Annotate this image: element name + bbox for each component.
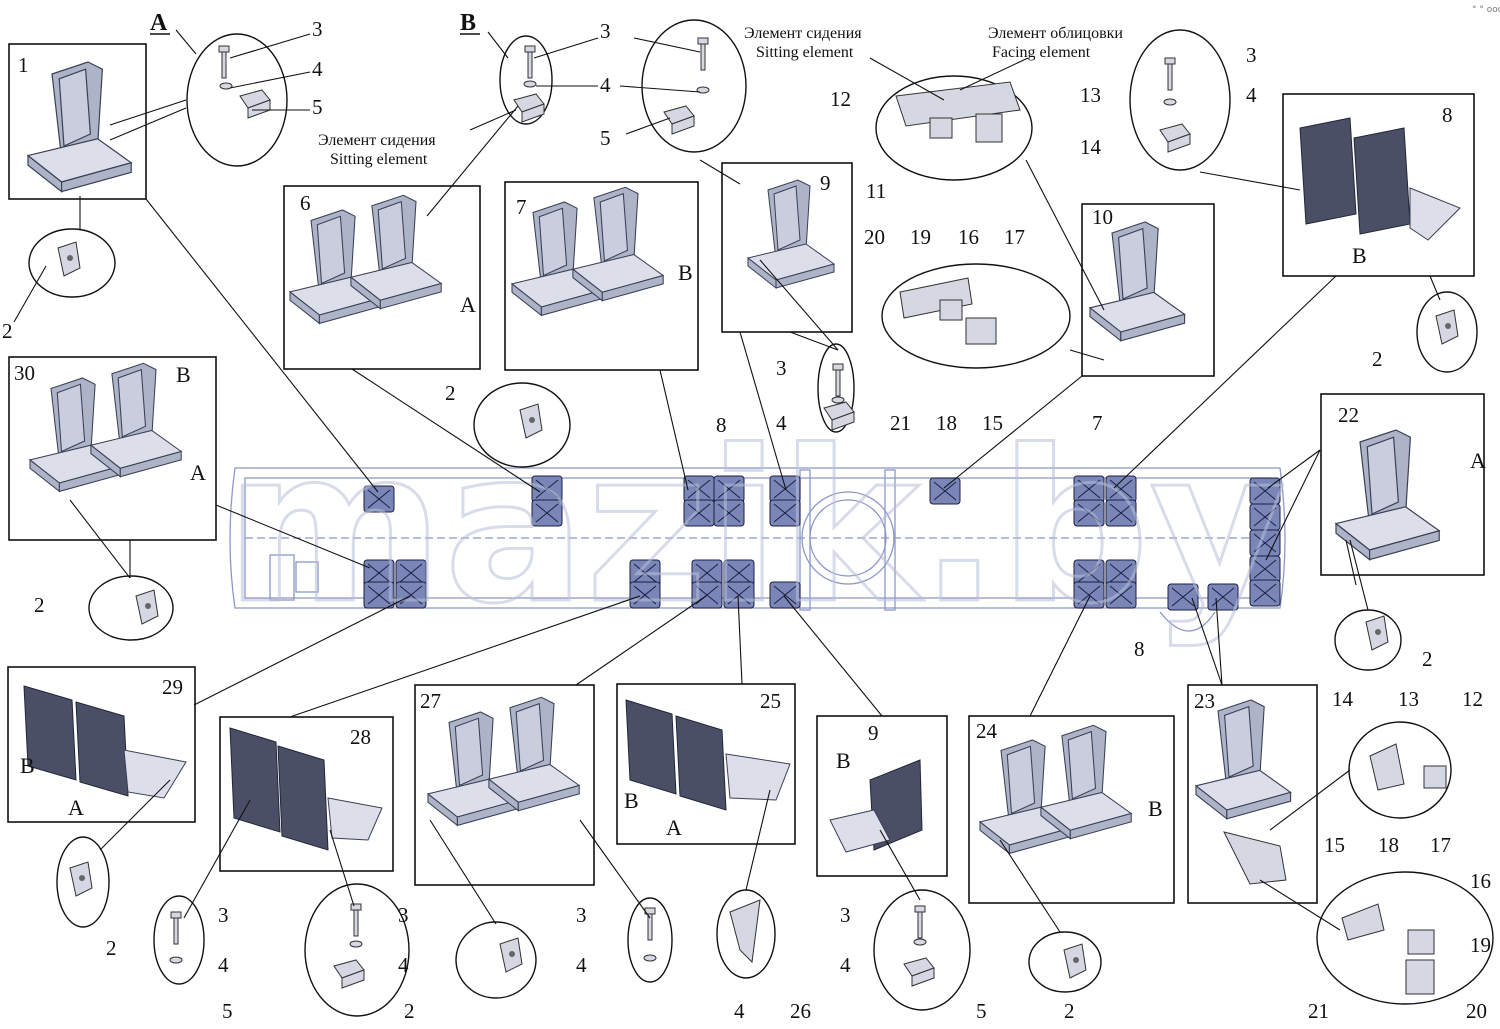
part-number: 13	[1080, 83, 1101, 107]
part-number: 4	[218, 953, 229, 977]
part-number: 2	[34, 593, 45, 617]
label-a: A	[1470, 448, 1486, 473]
part-number: 4	[1246, 83, 1257, 107]
part-number: 2	[445, 381, 456, 405]
part-number: 11	[866, 179, 886, 203]
part-number: 7	[1092, 411, 1103, 435]
part-numbers: 1 3 4 5 2 3 4 5 6 7 9 2 3 4 8 12 13 14 1…	[2, 17, 1491, 1023]
part-number: 2	[404, 999, 415, 1023]
part-number: 30	[14, 361, 35, 385]
part-number: 4	[576, 953, 587, 977]
part-number: 4	[734, 999, 745, 1023]
part-number: 16	[1470, 869, 1491, 893]
part-number: 17	[1004, 225, 1025, 249]
part-number: 8	[1134, 637, 1145, 661]
label-a: A	[190, 460, 206, 485]
view-label-b: B	[460, 10, 476, 36]
caption-labels: A B Элемент сидения Sitting element Элем…	[20, 5, 1500, 840]
label-b: B	[836, 748, 851, 773]
label-a: A	[460, 292, 476, 317]
label-a: A	[68, 795, 84, 820]
label-b: B	[624, 788, 639, 813]
part-number: 14	[1332, 687, 1354, 711]
part-number: 3	[776, 356, 787, 380]
sitting-element-en-1: Sitting element	[330, 151, 428, 168]
part-number: 13	[1398, 687, 1419, 711]
part-number: 4	[398, 953, 409, 977]
part-number: 27	[420, 689, 441, 713]
sitting-element-ru-1: Элемент сидения	[318, 132, 436, 149]
part-number: 8	[1442, 103, 1453, 127]
view-label-a: A	[150, 10, 168, 36]
label-b: B	[678, 260, 693, 285]
part-number: 4	[312, 57, 323, 81]
part-number: 18	[936, 411, 957, 435]
part-number: 2	[1064, 999, 1075, 1023]
part-number: 17	[1430, 833, 1451, 857]
part-number: 4	[776, 411, 787, 435]
part-number: 21	[890, 411, 911, 435]
seat-illustrations	[23, 37, 1461, 995]
part-number: 22	[1338, 403, 1359, 427]
part-number: 10	[1092, 205, 1113, 229]
part-number: 7	[516, 195, 527, 219]
part-number: 4	[840, 953, 851, 977]
part-number: 3	[1246, 43, 1257, 67]
part-number: 3	[398, 903, 409, 927]
label-b: B	[176, 362, 191, 387]
part-number: 4	[600, 73, 611, 97]
label-b: B	[1148, 796, 1163, 821]
part-number: 3	[840, 903, 851, 927]
part-number: 18	[1378, 833, 1399, 857]
part-number: 12	[1462, 687, 1483, 711]
part-number: 9	[820, 171, 831, 195]
part-number: 3	[312, 17, 323, 41]
part-number: 25	[760, 689, 781, 713]
part-number: 5	[222, 999, 233, 1023]
part-number: 5	[600, 126, 611, 150]
label-b: B	[1352, 243, 1367, 268]
part-number: 6	[300, 191, 311, 215]
label-a: A	[666, 815, 682, 840]
part-number: 3	[576, 903, 587, 927]
part-number: 3	[218, 903, 229, 927]
part-number: 2	[106, 936, 117, 960]
part-number: 19	[910, 225, 931, 249]
part-number: 5	[976, 999, 987, 1023]
part-number: 2	[1372, 347, 1383, 371]
part-number: 8	[716, 413, 727, 437]
part-number: 29	[162, 675, 183, 699]
leader-lines	[13, 29, 1441, 933]
part-number: 26	[790, 999, 811, 1023]
part-number: 28	[350, 725, 371, 749]
corner-mark: ° ° ooo	[1472, 5, 1500, 15]
part-number: 23	[1194, 689, 1215, 713]
sitting-element-ru-2: Элемент сидения	[744, 25, 862, 42]
facing-element-en: Facing element	[992, 44, 1091, 61]
bus-floor-plan	[229, 467, 1286, 632]
part-number: 21	[1308, 999, 1329, 1023]
part-number: 19	[1470, 933, 1491, 957]
part-number: 12	[830, 87, 851, 111]
part-number: 5	[312, 95, 323, 119]
label-b: B	[20, 753, 35, 778]
part-number: 15	[1324, 833, 1345, 857]
part-number: 16	[958, 225, 979, 249]
facing-element-ru: Элемент облицовки	[988, 25, 1123, 42]
part-number: 24	[976, 719, 998, 743]
part-number: 3	[600, 19, 611, 43]
part-number: 14	[1080, 135, 1102, 159]
detail-callouts	[28, 19, 1494, 1017]
part-number: 1	[18, 53, 29, 77]
sitting-element-en-2: Sitting element	[756, 44, 854, 61]
watermark: mazik.by	[225, 405, 1286, 650]
part-number: 9	[868, 721, 879, 745]
part-number: 20	[1466, 999, 1487, 1023]
part-number: 2	[2, 319, 13, 343]
part-number: 2	[1422, 647, 1433, 671]
part-number: 15	[982, 411, 1003, 435]
detail-frames	[7, 43, 1485, 904]
part-number: 20	[864, 225, 885, 249]
